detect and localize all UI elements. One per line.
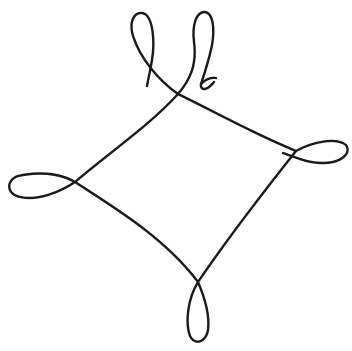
lower-right-edge	[198, 151, 296, 282]
sketch-strokes	[9, 12, 347, 342]
upper-left-edge	[75, 94, 178, 182]
left-loop	[9, 174, 75, 198]
top-left-loop	[132, 13, 178, 94]
right-loop	[283, 141, 348, 163]
bottom-loop	[188, 282, 209, 342]
upper-right-edge	[178, 94, 296, 151]
top-right-loop	[178, 12, 214, 94]
lower-left-edge	[75, 182, 198, 282]
